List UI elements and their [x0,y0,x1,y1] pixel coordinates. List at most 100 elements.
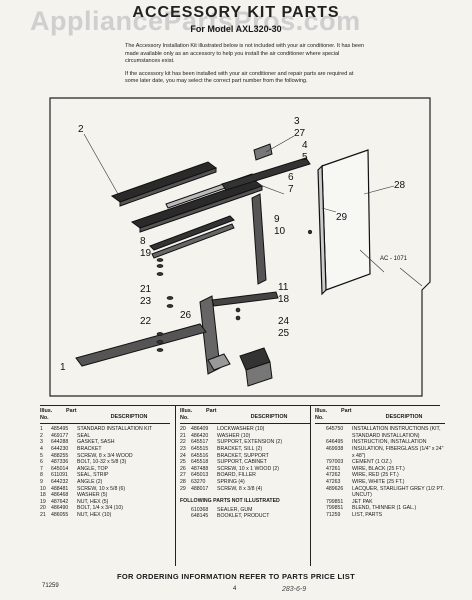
callout-10: 10 [274,226,286,237]
fasteners [156,229,313,352]
part-illus-no: 5 [40,452,43,459]
part-description: SCREW, 8 x 3/4 WOOD [77,452,133,459]
callout-7: 7 [288,184,294,195]
part-illus-no [315,439,326,446]
intro-text: The Accessory Installation Kit illustrat… [125,43,365,91]
part-illus-no: 20 [40,505,46,512]
part-number: 488255 [51,452,69,459]
callout-5: 5 [302,152,308,163]
part-number: 645014 [51,465,69,472]
part-number: 611091 [51,472,68,479]
part-illus-no [180,513,191,520]
part-illus-no: 3 [40,439,43,446]
part-number: 644288 [51,439,69,446]
part-number: 486490 [51,505,69,512]
part-illus-no: 10 [40,485,46,492]
part-description: ANGLE (2) [77,478,103,485]
part-number: 486055 [51,511,69,518]
part-illus-no: 27 [180,472,186,479]
table-row: 21 486420 WASHER (10) [180,433,310,440]
part-illus-no: 6 [40,459,43,466]
column-header: Illus.No. Part DESCRIPTION [40,406,170,425]
callout-23: 11 [278,282,289,293]
handwritten-mark: 283-6-9 [282,586,307,593]
part-illus-no: 23 [180,445,186,452]
part-number: 799851 [326,498,344,505]
table-row: 5 488255 SCREW, 8 x 3/4 WOOD [40,453,170,460]
part-description: INSULATION, FIBERGLASS (1/4" x 24" x 48"… [352,445,444,459]
part-number: 47261 [326,465,341,472]
part-illus-no: 2 [40,432,43,439]
part-number: 799851 [326,505,344,512]
part-illus-no: 8 [40,472,43,479]
part-number: 610368 [191,506,209,513]
part-illus-no [315,512,326,519]
callout-3: 3 [294,116,300,127]
callout-11: 18 [278,294,290,305]
part-description: WASHER (10) [217,432,251,439]
seal-strip [149,215,235,259]
callout-4: 4 [302,140,308,151]
part-number: 63270 [191,478,206,485]
rail-upper [110,161,218,207]
ordering-footer: FOR ORDERING INFORMATION REFER TO PARTS … [117,572,355,581]
callout-26: 24 [278,316,290,327]
part-number: 645515 [191,445,209,452]
page-title: ACCESSORY KIT PARTS [132,4,340,21]
document-code: 71259 [42,583,59,589]
part-illus-no: 25 [180,459,186,466]
part-illus-no: 20 [180,426,186,433]
part-illus-no: 21 [40,511,46,518]
part-illus-no [315,486,326,499]
exploded-parts-diagram: 2 3 27 4 5 6 7 28 29 8 9 10 19 21 23 11 … [49,97,431,397]
part-number: 644230 [51,445,69,452]
part-illus-no: 19 [40,498,46,505]
part-number: 47263 [326,478,341,485]
part-description: NUT, HEX (5) [77,498,109,505]
column-header: Illus.No. Part DESCRIPTION [315,406,445,425]
part-illus-no [180,507,191,514]
part-description: BOOKLET, PRODUCT [217,513,270,520]
part-illus-no: 21 [180,432,186,439]
part-illus-no [315,466,326,473]
part-number: 486420 [191,432,209,439]
intro-paragraph-2: If the accessory kit has been installed … [125,70,354,85]
part-description: SCREW, 10 x 5/8 (6) [77,485,126,492]
callout-19: 19 [140,248,152,259]
cabinet-support [75,323,207,367]
page-number: 4 [233,586,237,592]
top-angle [221,157,311,191]
part-illus-no [315,479,326,486]
part-description: INSTRUCTION, INSTALLATION [352,439,427,446]
part-description: JET PAK [352,498,373,505]
part-number: 489626 [326,485,344,492]
vertical-angle [251,193,267,285]
model-subtitle: For Model AXL320-30 [190,24,282,34]
filler-board [317,149,371,296]
callout-25: 1 [60,362,66,373]
part-number: 648145 [191,513,209,520]
callout-2: 2 [78,124,84,135]
callout-8: 8 [140,236,146,247]
